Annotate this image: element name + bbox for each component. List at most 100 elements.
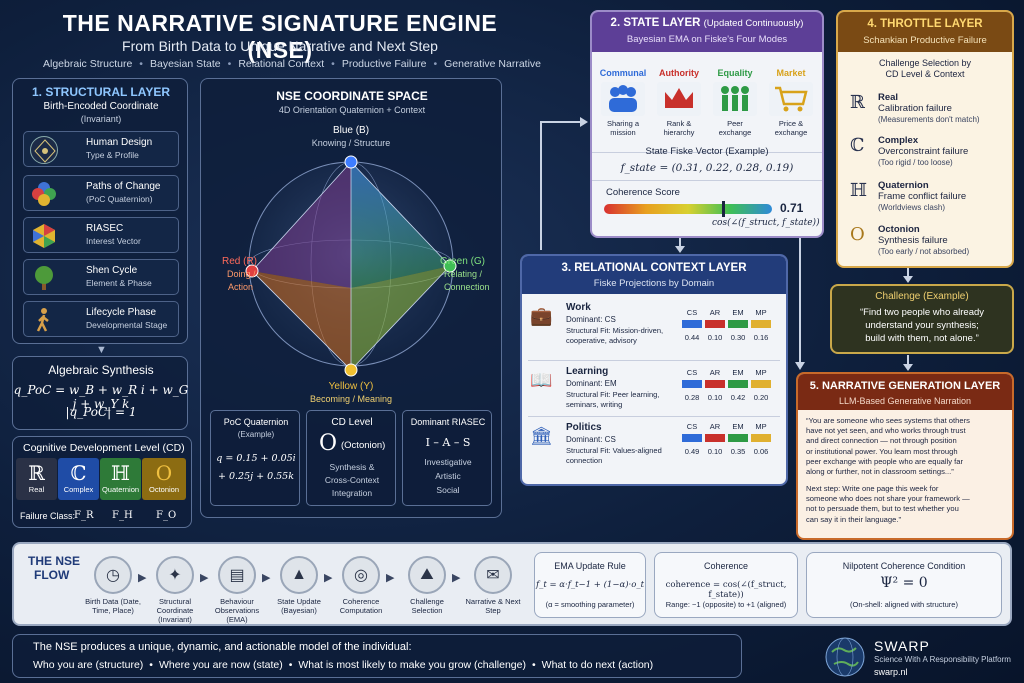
state-vector: f_state = (0.31, 0.22, 0.28, 0.19) [620, 162, 794, 174]
flow-arrow: ▶ [452, 572, 461, 584]
mountain-icon: ⛰ [408, 556, 446, 594]
flow-narrative: ✉Narrative & Next Step [462, 556, 524, 615]
flow-coherence: ◎Coherence Computation [330, 556, 392, 615]
dominant-riasec-box: Dominant RIASEC I – A – S Investigative … [402, 410, 492, 506]
green-axis-desc-1: Relating / [444, 269, 483, 279]
failure-class-r: F_R [74, 510, 94, 521]
state-vector-label: State Fiske Vector (Example) [645, 146, 769, 157]
brand-tagline: Science With A Responsibility Platform [874, 655, 1011, 664]
flow-title-2: FLOW [34, 568, 70, 582]
brand-url[interactable]: swarp.nl [874, 667, 908, 677]
walking-person-icon [30, 306, 58, 334]
yellow-axis-label: Yellow (Y) [328, 381, 374, 392]
throttle-subtitle: Schankian Productive Failure [863, 35, 987, 46]
footer-item: Who you are (structure) [33, 659, 144, 671]
algebraic-synthesis-panel: Algebraic Synthesis q_PoC = w_B + w_R i … [12, 356, 188, 430]
cd-title: Cognitive Development Level (CD) [23, 442, 185, 454]
poc-quaternion-box: PoC Quaternion (Example) q = 0.15 + 0.05… [210, 410, 300, 506]
coherence-formula-box: Coherence coherence = cos(∠(f_struct, f_… [654, 552, 798, 618]
lattice-icon: ✦ [156, 556, 194, 594]
pillar: Relational Context [238, 58, 325, 70]
relational-layer-panel: 3. RELATIONAL CONTEXT LAYER Fiske Projec… [520, 254, 788, 486]
domain-politics: 🏛 Politics Dominant: CS Structural Fit: … [522, 418, 786, 478]
coherence-label: Coherence Score [606, 187, 680, 198]
institution-icon: 🏛 [530, 426, 553, 446]
relational-title: 3. RELATIONAL CONTEXT LAYER [561, 262, 747, 274]
phone-icon: ▤ [218, 556, 256, 594]
green-axis-label: Green (G) [440, 256, 486, 267]
narrative-layer-panel: 5. NARRATIVE GENERATION LAYER LLM-Based … [796, 372, 1014, 540]
state-title-note: (Updated Continuously) [703, 18, 804, 29]
page-subtitle: From Birth Data to Unique Narrative and … [122, 38, 438, 54]
flow-state-update: ▲State Update (Bayesian) [268, 556, 330, 615]
synthesis-equation: q_PoC = w_B + w_R i + w_G j + w_Y k [13, 383, 189, 411]
space-subtitle: 4D Orientation Quaternion + Context [278, 105, 426, 115]
footer-summary: The NSE produces a unique, dynamic, and … [12, 634, 742, 678]
quaternion-diagram [245, 155, 457, 377]
flow-arrow: ▶ [138, 572, 147, 584]
space-title: NSE COORDINATE SPACE [276, 89, 428, 103]
globe-logo-icon [825, 637, 865, 677]
challenge-panel: Challenge (Example) “Find two people who… [830, 284, 1014, 354]
synthesis-title: Algebraic Synthesis [48, 363, 154, 377]
yellow-axis-desc: Becoming / Meaning [309, 394, 393, 404]
blue-axis-desc: Knowing / Structure [311, 138, 391, 148]
clock-icon: ◷ [94, 556, 132, 594]
structural-layer-panel: 1. STRUCTURAL LAYER Birth-Encoded Coordi… [12, 78, 188, 344]
domain-learning: 📖 Learning Dominant: EM Structural Fit: … [522, 362, 786, 422]
peers-icon [713, 82, 757, 116]
narrative-title: 5. NARRATIVE GENERATION LAYER [809, 380, 1001, 392]
page-title: THE NARRATIVE SIGNATURE ENGINE (NSE) [62, 10, 498, 63]
book-icon: 📖 [530, 370, 553, 390]
octonion-glyph: O [319, 431, 338, 456]
footer-item: What is most likely to make you grow (ch… [298, 659, 526, 671]
nilpotent-condition-box: Nilpotent Coherence Condition Ψ² = 0 (On… [806, 552, 1002, 618]
domain-work: 💼 Work Dominant: CS Structural Fit: Miss… [522, 298, 786, 358]
coherence-marker [722, 201, 726, 217]
message-icon: ✉ [474, 556, 512, 594]
narrative-text: “You are someone who sees systems that o… [806, 416, 970, 477]
throttle-layer-panel: 4. THROTTLE LAYER Schankian Productive F… [836, 10, 1014, 268]
pillar-list: Algebraic Structure• Bayesian State• Rel… [43, 58, 541, 70]
flow-behaviour: ▤Behaviour Observations (EMA) [206, 556, 268, 624]
footer-item: Where you are now (state) [158, 659, 283, 671]
structural-subtitle: Birth-Encoded Coordinate [43, 101, 159, 112]
cd-level-box: CD Level O (Octonion) Synthesis & Cross-… [306, 410, 396, 506]
coherence-formula: cos(∠(f_struct, f_state)) [712, 218, 820, 228]
throttle-title: 4. THROTTLE LAYER [867, 18, 983, 30]
briefcase-icon: 💼 [530, 306, 553, 326]
pillar: Algebraic Structure [43, 58, 133, 70]
flow-title-1: THE NSE [28, 554, 81, 568]
flow-challenge: ⛰Challenge Selection [396, 556, 458, 615]
distribution-icon: ▲ [280, 556, 318, 594]
human-design-icon [30, 136, 58, 164]
flow-arrow: ▶ [200, 572, 209, 584]
relational-subtitle: Fiske Projections by Domain [593, 278, 715, 289]
flow-arrow: ▶ [324, 572, 333, 584]
structural-note: (Invariant) [80, 114, 122, 124]
coherence-value: 0.71 [780, 201, 804, 215]
state-title: 2. STATE LAYER [610, 17, 701, 29]
flow-structural: ✦Structural Coordinate (Invariant) [144, 556, 206, 624]
pillar: Bayesian State [149, 58, 221, 70]
paths-of-change-icon [30, 180, 58, 208]
coherence-bar [604, 204, 772, 214]
failure-class-o: F_O [156, 510, 177, 521]
people-icon [601, 82, 645, 116]
tree-icon [30, 264, 58, 292]
structural-title: 1. STRUCTURAL LAYER [31, 85, 171, 99]
target-icon: ◎ [342, 556, 380, 594]
